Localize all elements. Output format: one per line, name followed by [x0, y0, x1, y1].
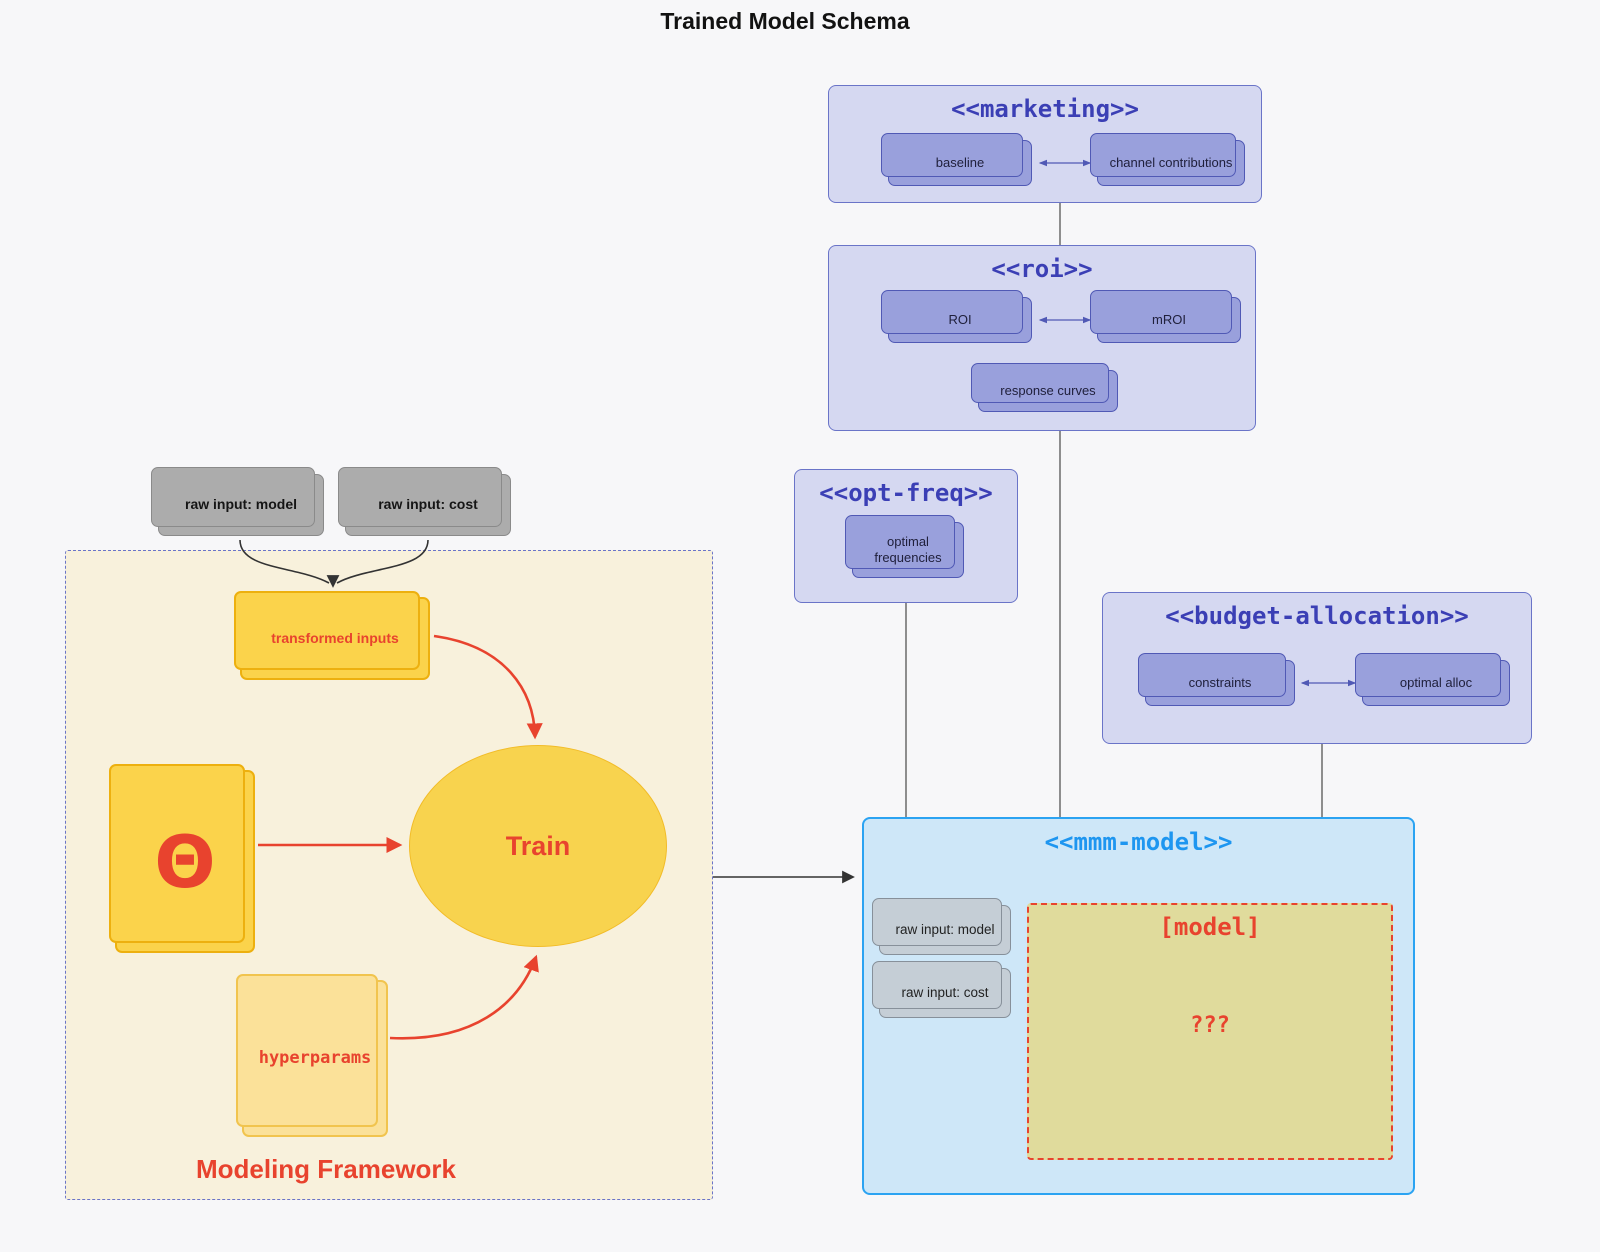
node-theta: Θ — [109, 764, 255, 953]
node-roi: ROI — [881, 290, 1032, 343]
node-optimal-frequencies: optimal frequencies — [845, 515, 964, 578]
node-raw-input-cost: raw input: cost — [338, 467, 511, 536]
node-response-curves: response curves — [971, 363, 1118, 412]
roi-title: <<roi>> — [991, 255, 1093, 283]
connector-transformed-train — [433, 634, 543, 740]
node-mmm-raw-input-model: raw input: model — [872, 898, 1011, 955]
marketing-title: <<marketing>> — [951, 95, 1139, 123]
node-raw-input-model: raw input: model — [151, 467, 324, 536]
opt-freq-container: <<opt-freq>> — [794, 469, 1018, 603]
node-mmm-raw-input-cost: raw input: cost — [872, 961, 1011, 1018]
model-box-title: [model] — [1159, 913, 1261, 941]
node-channel-contributions: channel contributions — [1090, 133, 1245, 186]
connector-hyperparams-train — [389, 954, 539, 1040]
mmm-model-title: <<mmm-model>> — [1044, 828, 1233, 856]
node-transformed-inputs: transformed inputs — [234, 591, 430, 680]
page-title: Trained Model Schema — [660, 8, 910, 34]
node-hyperparams: hyperparams — [236, 974, 388, 1137]
connector-rawcost-transformed — [336, 539, 429, 584]
modeling-framework-label: Modeling Framework — [195, 1154, 457, 1184]
model-box-question: ??? — [1190, 1013, 1230, 1038]
node-mroi: mROI — [1090, 290, 1241, 343]
opt-freq-title: <<opt-freq>> — [819, 479, 993, 507]
node-optimal-alloc: optimal alloc — [1355, 653, 1510, 706]
budget-allocation-title: <<budget-allocation>> — [1165, 602, 1469, 630]
node-train: Train — [409, 745, 667, 947]
connector-rawmodel-transformed — [239, 539, 330, 584]
node-model-box: [model] ??? — [1027, 903, 1393, 1160]
node-baseline: baseline — [881, 133, 1032, 186]
node-constraints: constraints — [1138, 653, 1295, 706]
